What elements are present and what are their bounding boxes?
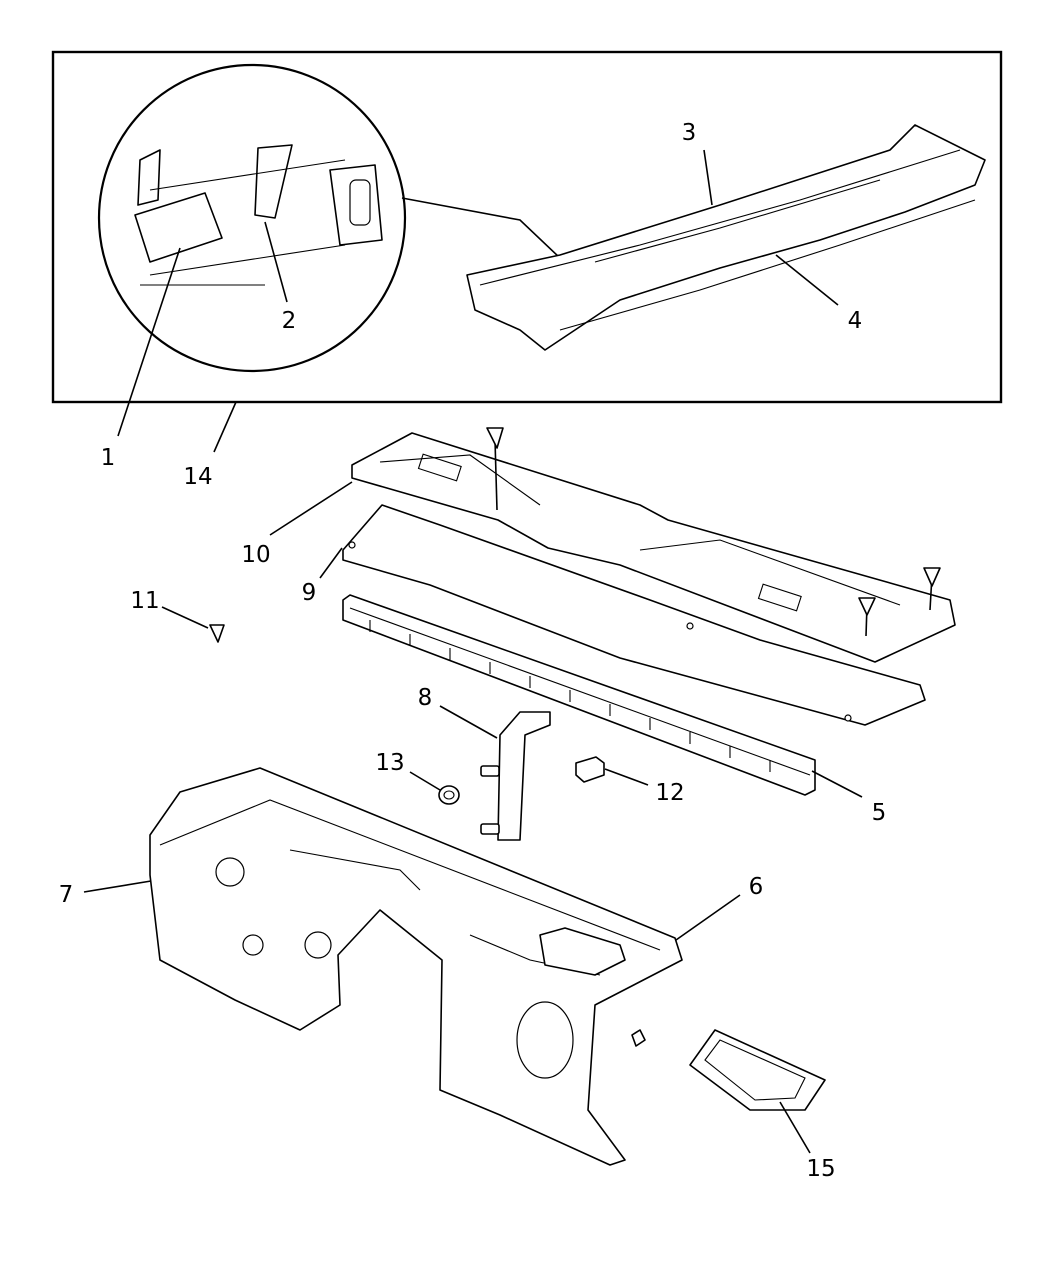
callout-5: 5 (872, 800, 887, 826)
callout-3: 3 (682, 120, 697, 146)
callout-11: 11 (130, 588, 159, 614)
callout-14: 14 (183, 464, 212, 490)
clip-part (575, 756, 605, 783)
callout-13: 13 (375, 750, 404, 776)
inset-box (51, 50, 1003, 453)
callout-labels: 1 2 3 4 5 6 7 8 9 10 11 12 13 14 15 (59, 120, 887, 1182)
leader-lines (83, 481, 863, 1154)
callout-9: 9 (302, 580, 317, 606)
rail-part (342, 594, 816, 796)
callout-2: 2 (282, 308, 297, 334)
grommet-part (438, 785, 460, 805)
callout-7: 7 (59, 882, 74, 908)
callout-1: 1 (101, 445, 116, 471)
seal-part (342, 504, 926, 726)
cowl-top-panel-part (351, 427, 956, 663)
bracket-part (480, 711, 551, 841)
cowl-panel-part (466, 124, 986, 351)
callout-15: 15 (806, 1156, 835, 1182)
callout-12: 12 (655, 780, 684, 806)
callout-8: 8 (418, 685, 433, 711)
callout-4: 4 (848, 308, 863, 334)
detail-circle (97, 63, 561, 437)
screw-part (209, 624, 225, 643)
callout-6: 6 (749, 874, 764, 900)
dash-panel-part (149, 767, 683, 1166)
callout-10: 10 (241, 542, 270, 568)
cover-part (689, 1029, 826, 1111)
